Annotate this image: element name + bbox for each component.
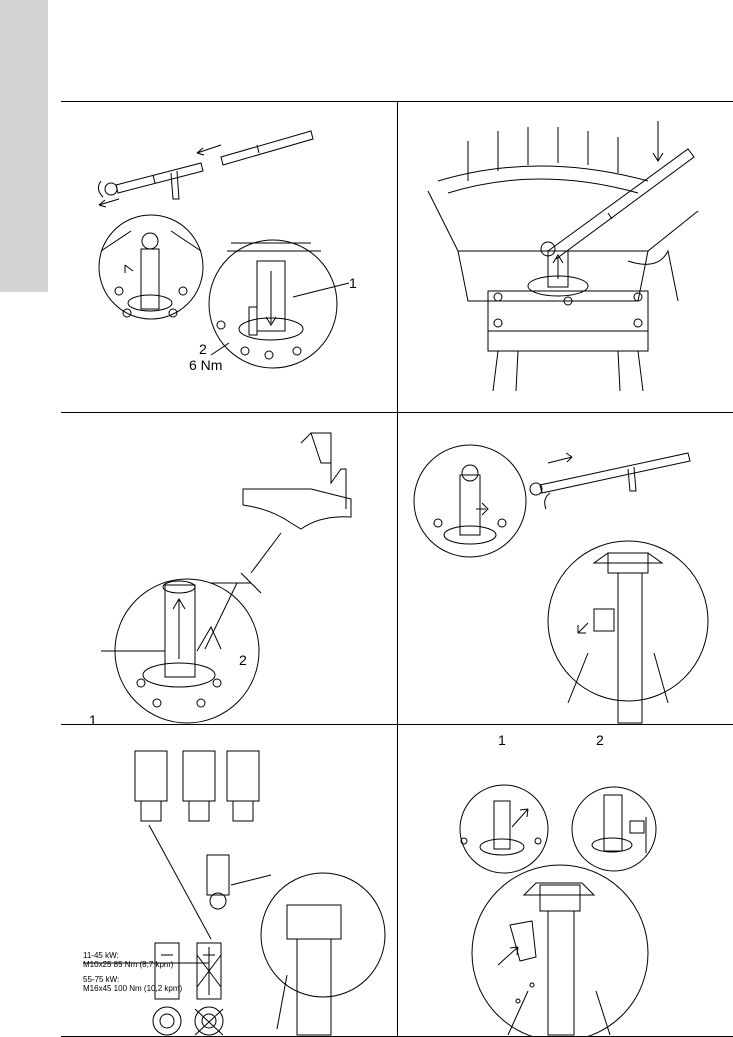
callout-label-1: 1 bbox=[498, 732, 506, 748]
illustration-coupling-guards bbox=[398, 725, 733, 1036]
illustration-coupling-tool bbox=[61, 101, 397, 412]
illustration-motor-stool bbox=[398, 101, 733, 412]
panel-step-1: 1 2 6 Nm bbox=[61, 101, 397, 412]
instruction-figure-grid: 1 2 6 Nm bbox=[61, 101, 733, 1037]
callout-label-2: 2 bbox=[596, 732, 604, 748]
grid-line-center bbox=[397, 101, 398, 1036]
panel-step-6: 1 2 bbox=[398, 725, 733, 1036]
torque-note-line-1: 11-45 kW: bbox=[83, 951, 119, 960]
torque-note-line-2: M10x25 85 Nm (8,7 kpm) bbox=[83, 960, 174, 969]
panel-step-2 bbox=[398, 101, 733, 412]
callout-label-1: 1 bbox=[349, 275, 357, 291]
torque-note-line-3: 55-75 kW: bbox=[83, 975, 120, 984]
panel-step-4 bbox=[398, 413, 733, 724]
panel-step-5: 11-45 kW: M10x25 85 Nm (8,7 kpm) 55-75 k… bbox=[61, 725, 397, 1036]
callout-label-2: 2 bbox=[239, 652, 247, 668]
side-tab-marker bbox=[0, 0, 48, 292]
torque-note-line-4: M16x45 100 Nm (10,2 kpm) bbox=[83, 984, 183, 993]
callout-label-1: 1 bbox=[89, 712, 97, 724]
callout-label-2: 2 bbox=[199, 341, 207, 357]
illustration-coupling-bolts bbox=[61, 725, 397, 1036]
illustration-reassembly bbox=[398, 413, 733, 724]
torque-label: 6 Nm bbox=[189, 357, 223, 373]
panel-step-3: 1 2 bbox=[61, 413, 397, 724]
illustration-fork-tool bbox=[61, 413, 397, 724]
